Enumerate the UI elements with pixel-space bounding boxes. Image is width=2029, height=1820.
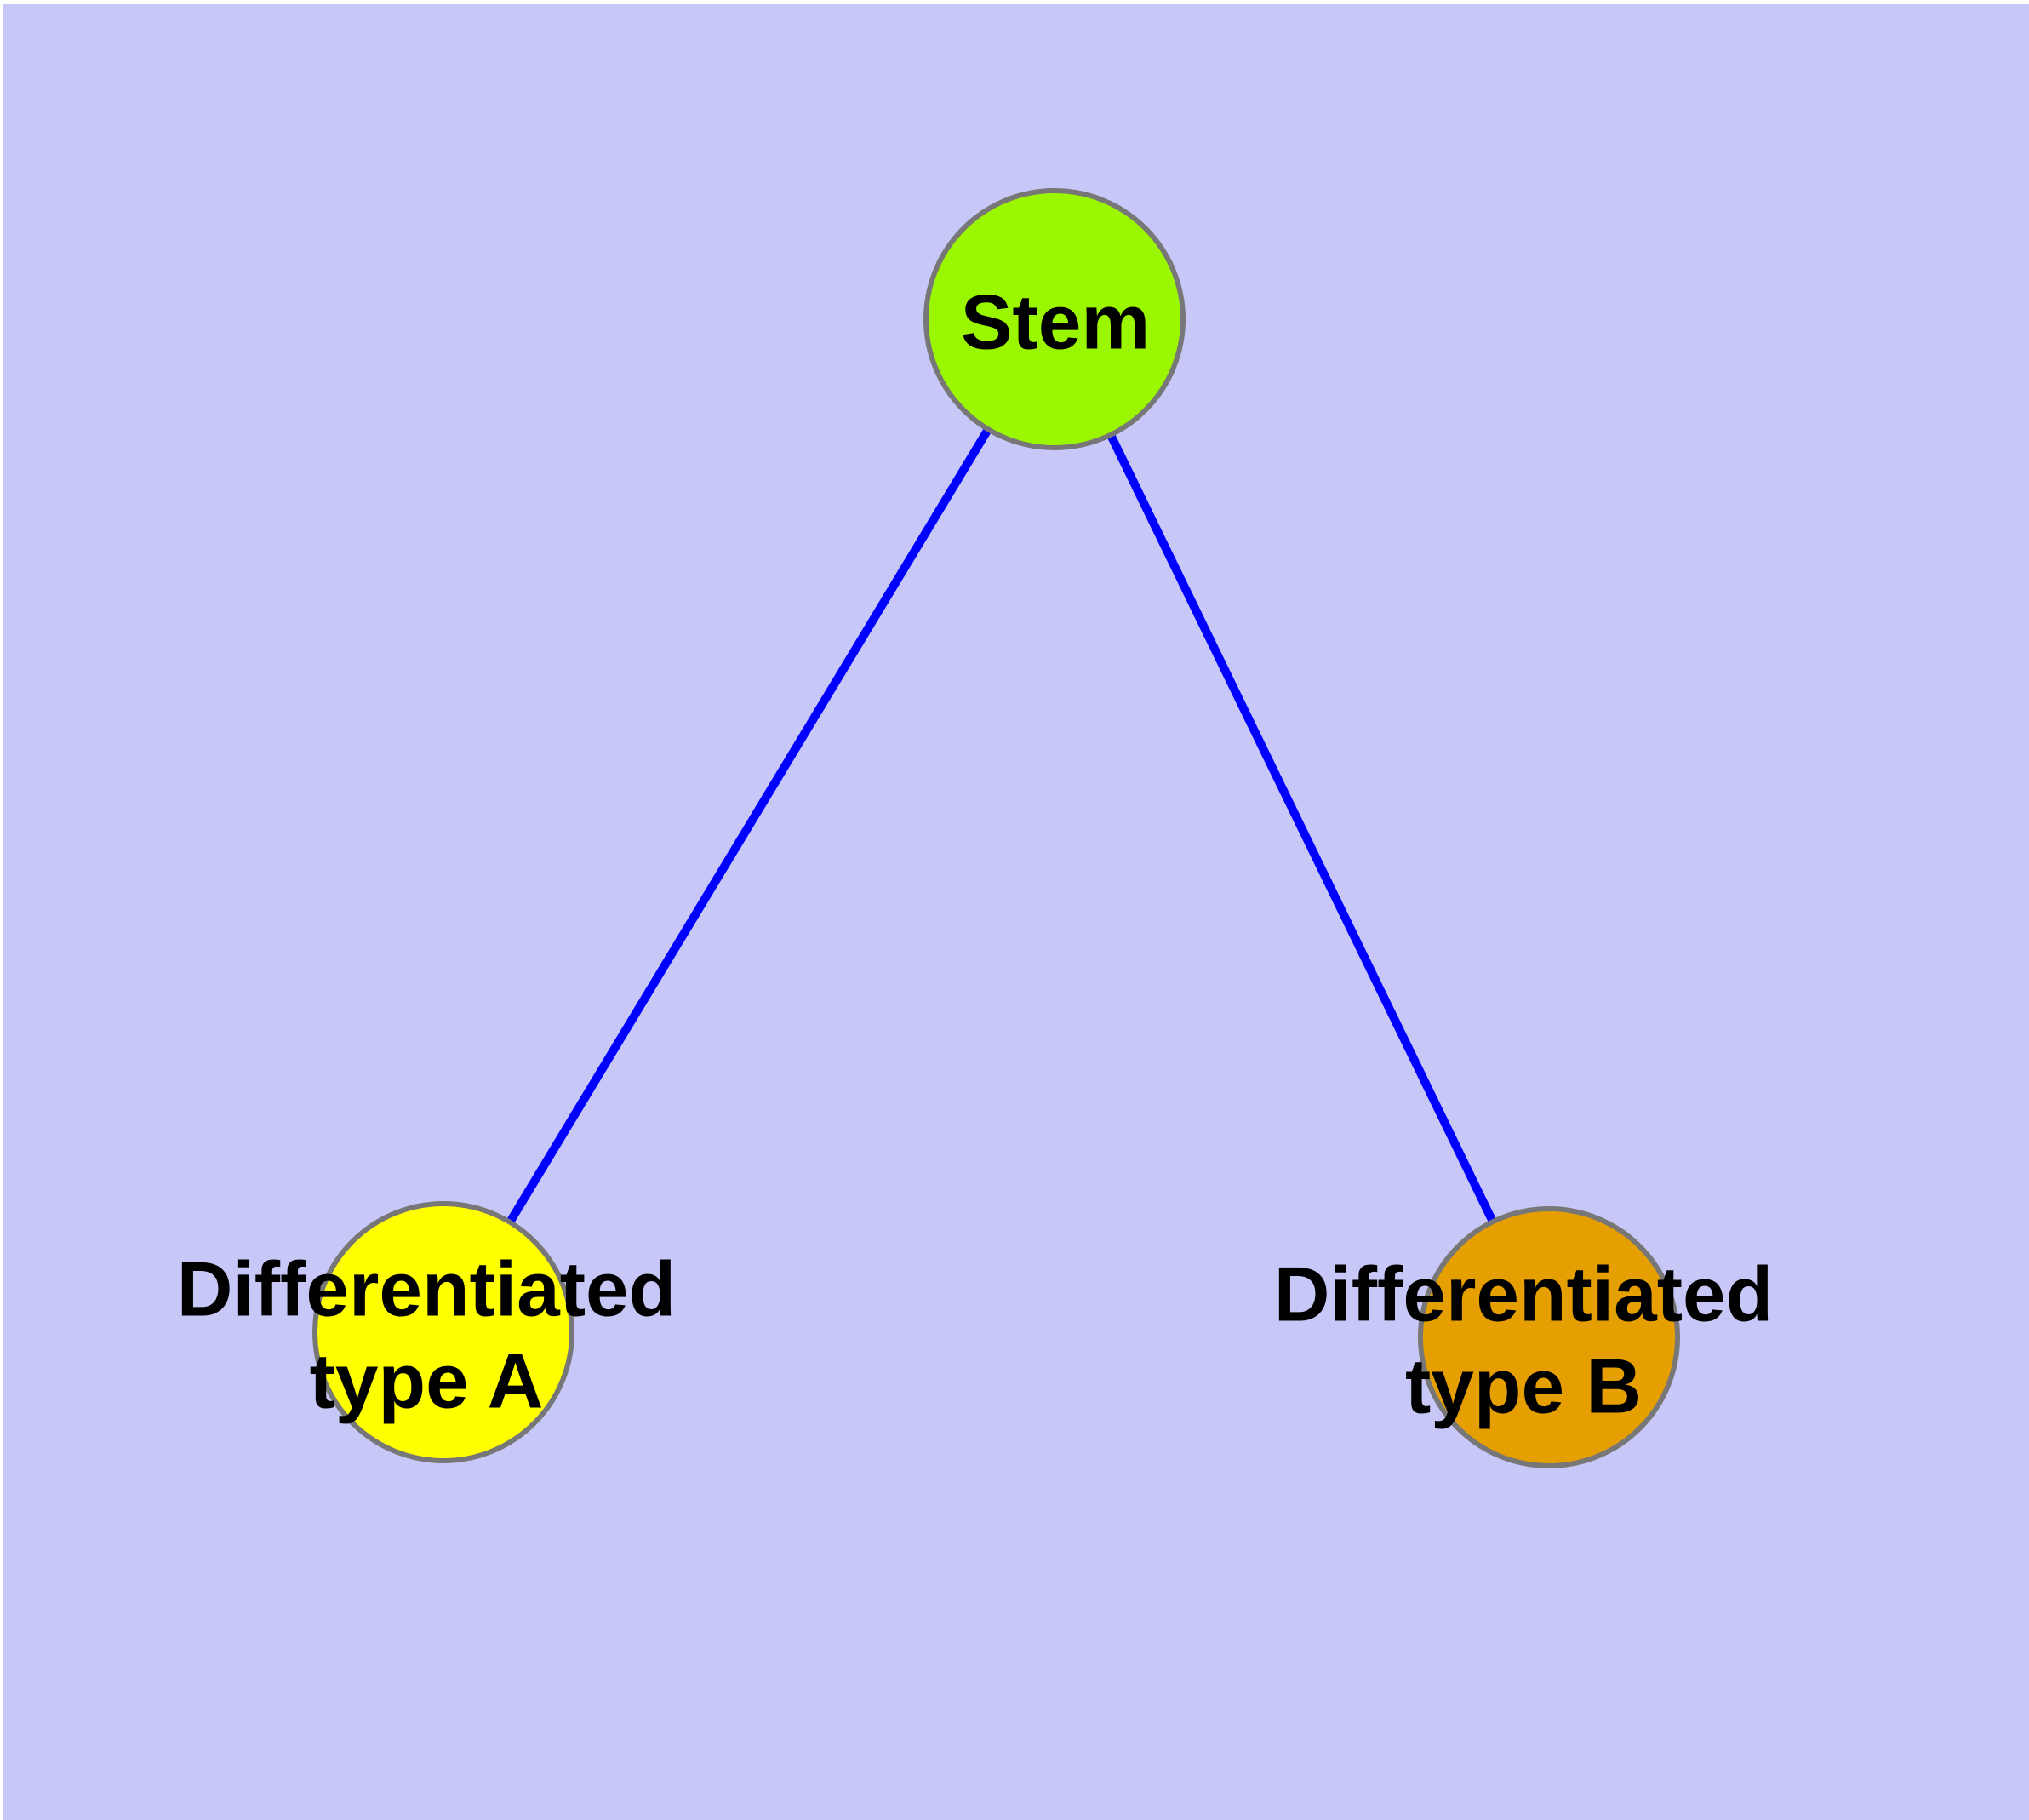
node-stem: [923, 188, 1186, 450]
node-differentiated-type-a: [312, 1201, 574, 1463]
edge-stem-to-differentiated-type-b: [1050, 317, 1553, 1340]
edge-stem-to-differentiated-type-a: [439, 317, 1059, 1335]
node-differentiated-type-b: [1418, 1206, 1680, 1468]
node-label-stem: Stem: [961, 280, 1151, 366]
